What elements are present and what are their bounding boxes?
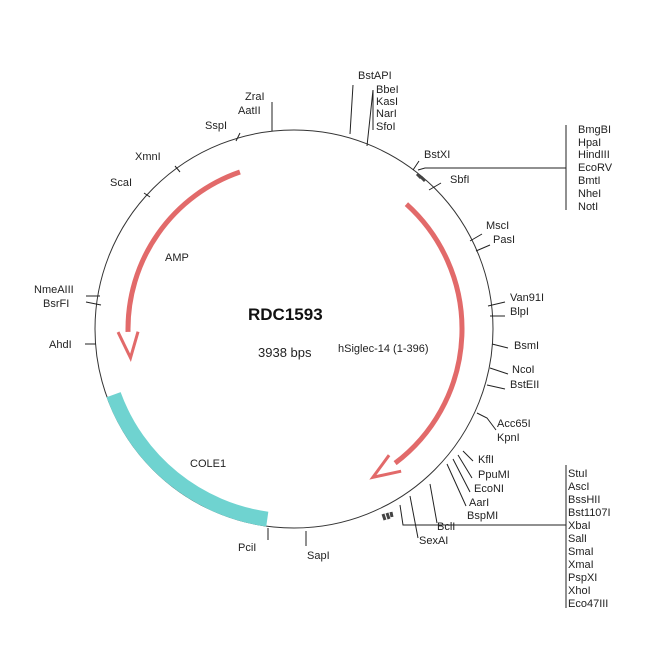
mcs-site[interactable]: SalI <box>568 533 587 545</box>
site-ncoi[interactable]: NcoI <box>512 364 535 376</box>
site-nari[interactable]: NarI <box>376 108 397 120</box>
mcs-site[interactable]: StuI <box>568 468 588 480</box>
site-bsteii[interactable]: BstEII <box>510 379 539 391</box>
site-blpi[interactable]: BlpI <box>510 306 529 318</box>
site-pasi[interactable]: PasI <box>493 234 515 246</box>
plasmid-size: 3938 bps <box>258 345 312 360</box>
site-sapi[interactable]: SapI <box>307 550 330 562</box>
mcs-site[interactable]: NheI <box>578 188 601 200</box>
mcs-site[interactable]: XmaI <box>568 559 594 571</box>
site-econi[interactable]: EcoNI <box>474 483 504 495</box>
mcs-site[interactable]: XbaI <box>568 520 591 532</box>
site-bsmi[interactable]: BsmI <box>514 340 539 352</box>
mcs-site[interactable]: BmtI <box>578 175 601 187</box>
site-bstxi[interactable]: BstXI <box>424 149 450 161</box>
mcs-site[interactable]: PspXI <box>568 572 597 584</box>
mcs-site[interactable]: BmgBI <box>578 124 611 136</box>
hsiglec-label: hSiglec-14 (1-396) <box>338 343 429 355</box>
site-kpni[interactable]: KpnI <box>497 432 520 444</box>
site-bstapi[interactable]: BstAPI <box>358 70 392 82</box>
site-sexai[interactable]: SexAI <box>419 535 448 547</box>
site-sbfi[interactable]: SbfI <box>450 174 470 186</box>
plasmid-name: RDC1593 <box>248 305 323 324</box>
site-bcli[interactable]: BclI <box>437 521 455 533</box>
amp-arrowhead-icon <box>116 331 140 363</box>
site-sfoi[interactable]: SfoI <box>376 121 396 133</box>
backbone-circle <box>94 129 494 529</box>
site-bsrfi[interactable]: BsrFI <box>43 298 69 310</box>
site-xmni[interactable]: XmnI <box>135 151 161 163</box>
site-pcii[interactable]: PciI <box>238 542 256 554</box>
site-bbei[interactable]: BbeI <box>376 84 399 96</box>
site-aatii[interactable]: AatII <box>238 105 261 117</box>
mcs-site[interactable]: AscI <box>568 481 589 493</box>
mcs-site[interactable]: Bst1107I <box>568 507 611 519</box>
mcs-site[interactable]: BssHII <box>568 494 600 506</box>
site-ppumi[interactable]: PpuMI <box>478 469 510 481</box>
site-aari[interactable]: AarI <box>469 497 489 509</box>
site-ahdi[interactable]: AhdI <box>49 339 72 351</box>
mcs-site[interactable]: EcoRV <box>578 162 613 174</box>
site-kasi[interactable]: KasI <box>376 96 398 108</box>
mcs-site[interactable]: Eco47III <box>568 598 608 610</box>
site-msci[interactable]: MscI <box>486 220 509 232</box>
hsiglec-feature[interactable] <box>393 202 465 466</box>
site-acc65i[interactable]: Acc65I <box>497 418 531 430</box>
amp-feature[interactable] <box>125 169 241 332</box>
site-ticks <box>85 84 567 608</box>
mcs-site[interactable]: XhoI <box>568 585 591 597</box>
site-zrai[interactable]: ZraI <box>245 91 265 103</box>
site-van91i[interactable]: Van91I <box>510 292 544 304</box>
mcs-site[interactable]: HindIII <box>578 149 610 161</box>
mcs-site[interactable]: SmaI <box>568 546 594 558</box>
site-bspmi[interactable]: BspMI <box>467 510 498 522</box>
mcs-bottom-list: StuI AscI BssHII Bst1107I XbaI SalI SmaI… <box>568 468 611 610</box>
mcs-top-list: BmgBI HpaI HindIII EcoRV BmtI NheI NotI <box>578 124 613 213</box>
mcs-site[interactable]: HpaI <box>578 137 601 149</box>
site-kfli[interactable]: KflI <box>478 454 494 466</box>
site-sspi[interactable]: SspI <box>205 120 227 132</box>
site-nmeaiii[interactable]: NmeAIII <box>34 284 74 296</box>
cole1-feature[interactable] <box>106 392 269 527</box>
site-scai[interactable]: ScaI <box>110 177 132 189</box>
cole1-label: COLE1 <box>190 458 226 470</box>
amp-label: AMP <box>165 252 189 264</box>
hsiglec-arrowhead-icon <box>369 454 402 480</box>
mcs-site[interactable]: NotI <box>578 201 598 213</box>
